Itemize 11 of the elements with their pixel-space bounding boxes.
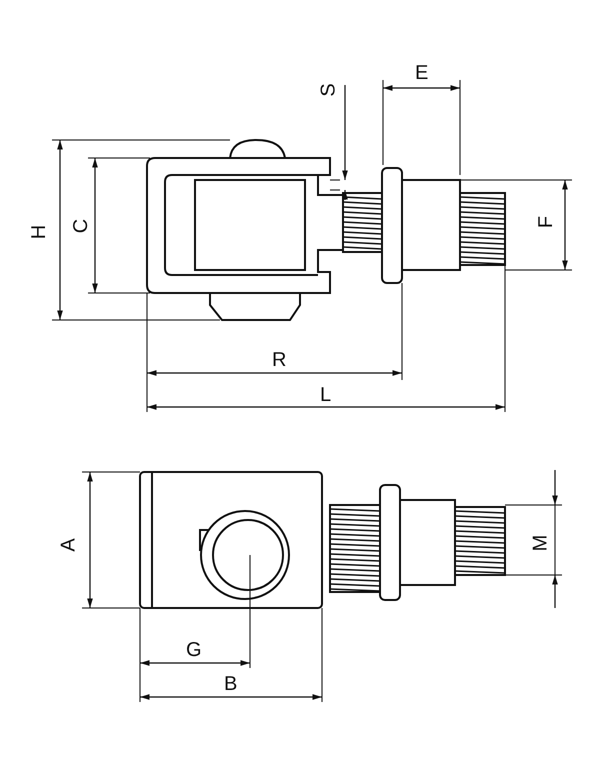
dimension-label: A [58, 538, 79, 552]
dimension-label: S [318, 83, 339, 97]
dimension-label: F [536, 216, 556, 228]
dimension-label: E [415, 63, 428, 83]
dimension-label: H [29, 224, 50, 240]
dimension-label: M [530, 534, 550, 552]
dimension-label: G [186, 640, 202, 660]
dimension-label: R [272, 350, 286, 370]
dimension-label: C [71, 218, 92, 234]
dimension-label: L [320, 385, 332, 405]
dimension-label: B [224, 674, 238, 694]
